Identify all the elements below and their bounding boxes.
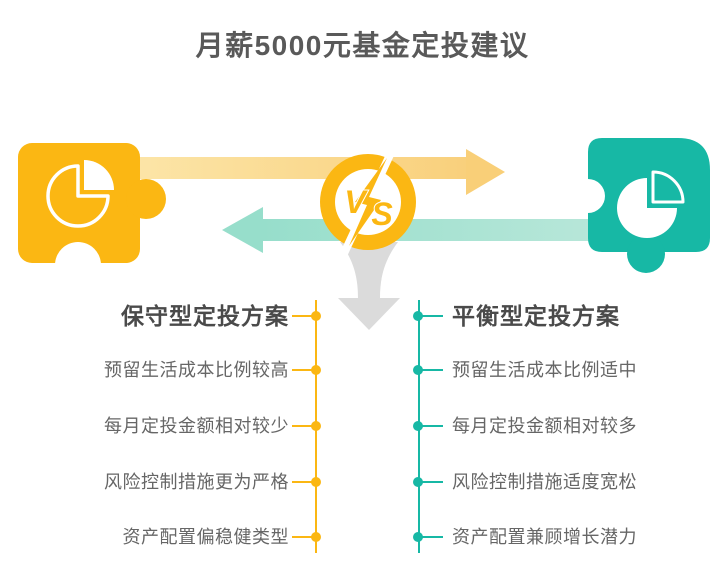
right-timeline-dot — [413, 477, 423, 487]
right-plan-title: 平衡型定投方案 — [452, 303, 620, 329]
left-connector — [292, 481, 316, 483]
right-timeline-dot — [413, 311, 423, 321]
right-connector — [419, 315, 443, 317]
right-timeline-dot — [413, 532, 423, 542]
right-puzzle-pie-icon — [571, 138, 710, 273]
right-plan-item: 风险控制措施适度宽松 — [452, 472, 637, 492]
right-timeline-dot — [413, 421, 423, 431]
left-connector — [292, 536, 316, 538]
left-timeline-dot — [311, 421, 321, 431]
right-connector — [419, 481, 443, 483]
left-connector — [292, 315, 316, 317]
right-timeline-dot — [413, 365, 423, 375]
right-plan-item: 资产配置兼顾增长潜力 — [452, 527, 637, 547]
left-timeline-dot — [311, 532, 321, 542]
left-timeline-dot — [311, 365, 321, 375]
left-connector — [292, 425, 316, 427]
right-connector — [419, 369, 443, 371]
left-plan-item: 预留生活成本比例较高 — [104, 360, 289, 380]
gray-down-arrow-icon — [338, 242, 400, 330]
left-plan-item: 资产配置偏稳健类型 — [122, 527, 289, 547]
left-plan-title: 保守型定投方案 — [121, 303, 289, 329]
left-connector — [292, 369, 316, 371]
left-plan-item: 每月定投金额相对较少 — [104, 416, 289, 436]
vs-letter-v: V — [344, 184, 368, 220]
vs-lightning-badge-icon: V S — [320, 142, 416, 262]
page-title: 月薪5000元基金定投建议 — [195, 30, 530, 61]
left-plan-item: 风险控制措施更为严格 — [104, 472, 289, 492]
right-connector — [419, 536, 443, 538]
teal-left-arrow-icon — [222, 207, 640, 253]
left-timeline-dot — [311, 477, 321, 487]
left-puzzle-pie-icon — [18, 143, 166, 288]
left-timeline-dot — [311, 311, 321, 321]
right-plan-item: 每月定投金额相对较多 — [452, 416, 637, 436]
comparison-graphic: V S — [18, 138, 710, 330]
right-connector — [419, 425, 443, 427]
vs-letter-s: S — [371, 196, 393, 232]
right-plan-item: 预留生活成本比例适中 — [452, 360, 637, 380]
